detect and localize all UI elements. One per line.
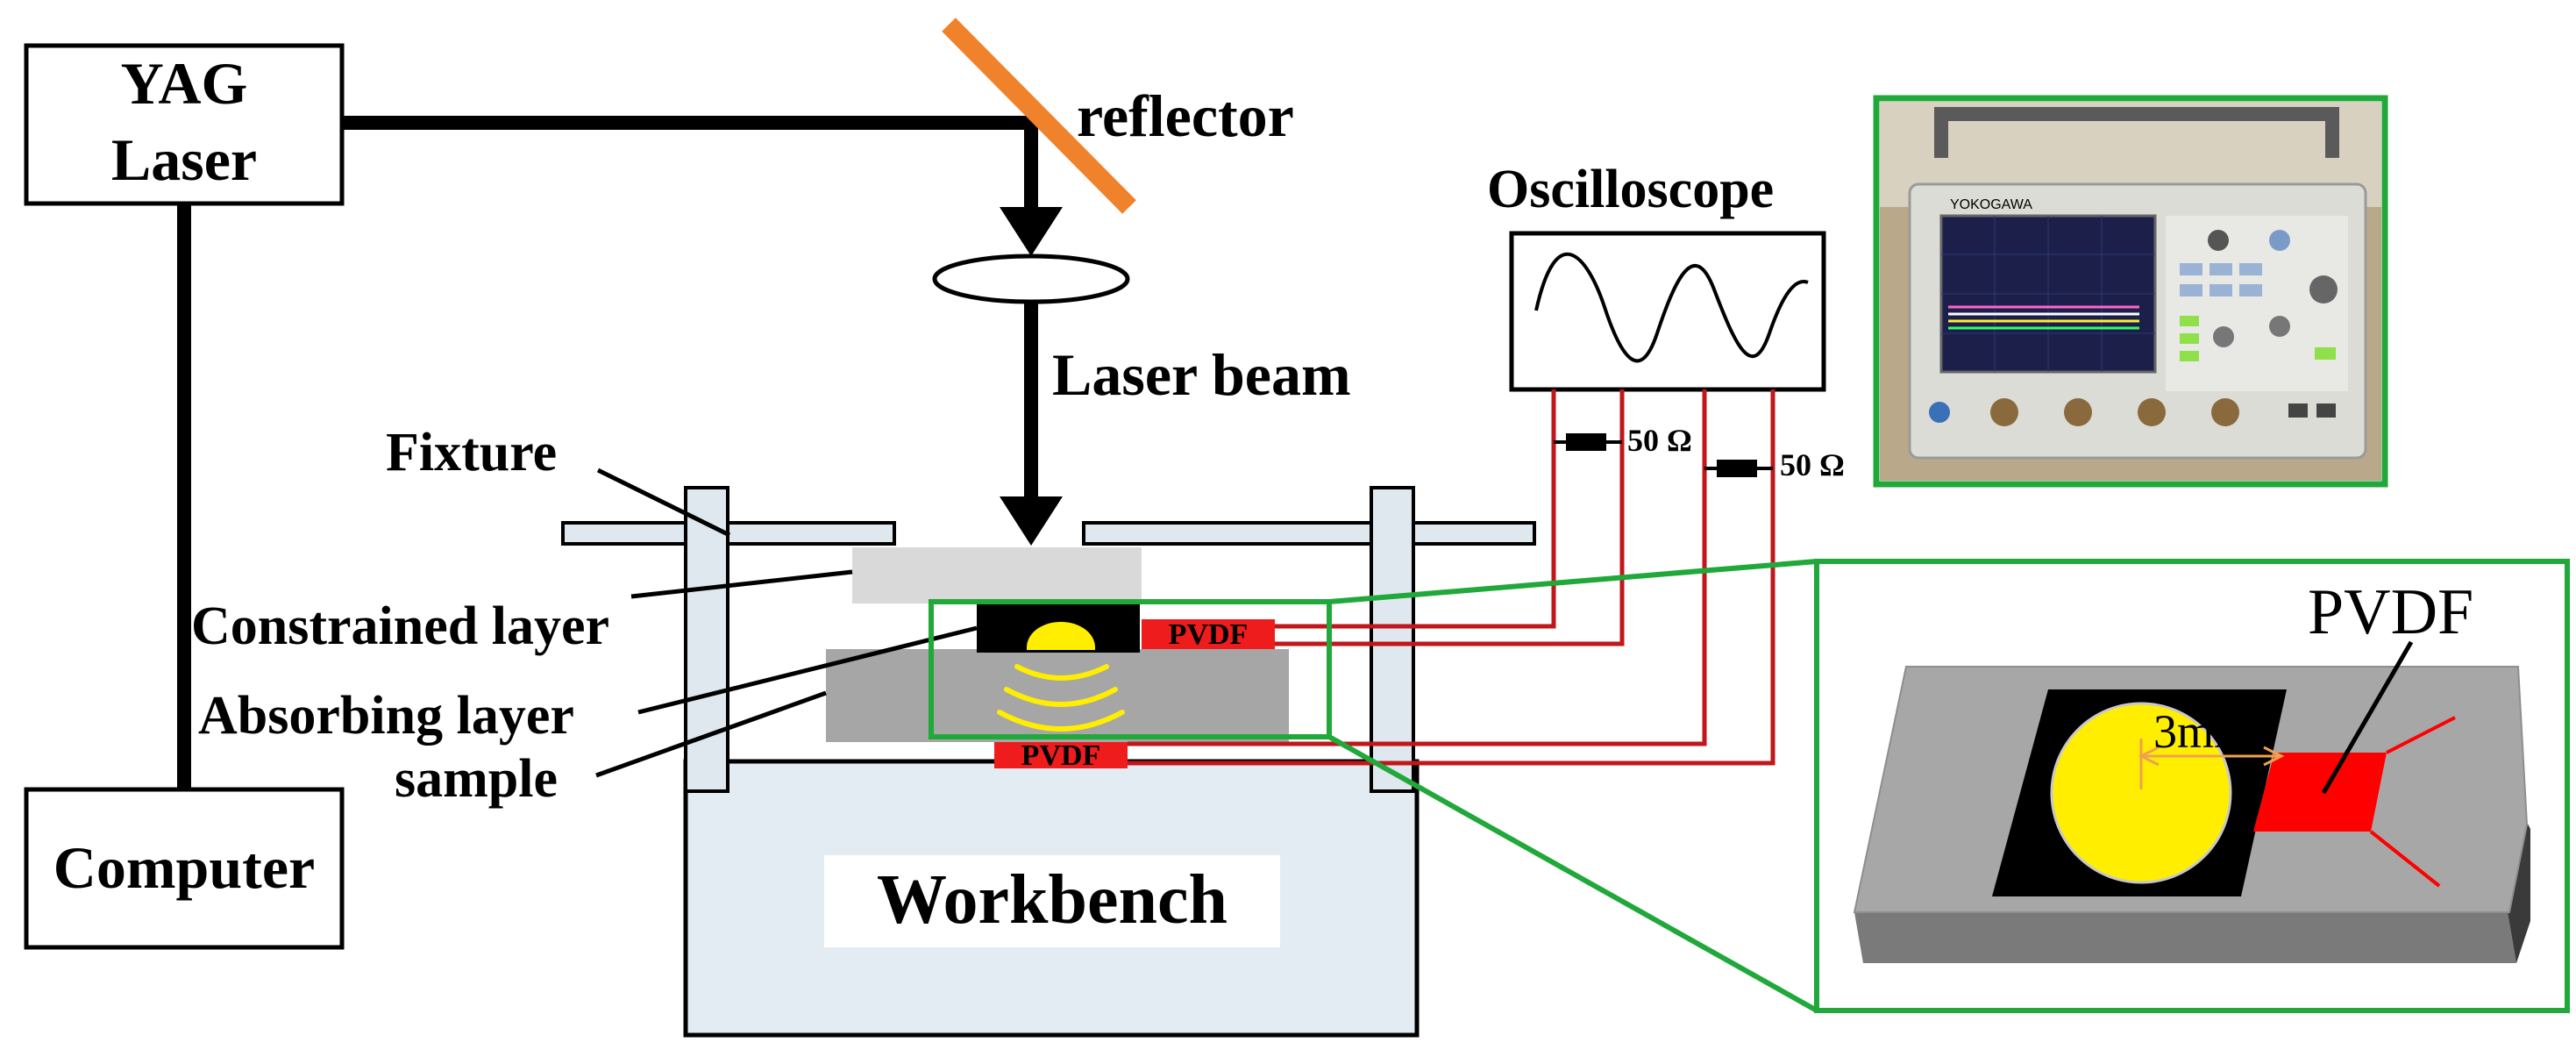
oscilloscope-label: Oscilloscope <box>1487 160 1774 219</box>
pvdf-sensor-top: PVDF <box>1142 618 1275 651</box>
pvdf-zoom-label: PVDF <box>2308 576 2473 648</box>
pvdf-zoom-leader <box>2321 640 2414 795</box>
computer-label: Computer <box>53 834 315 901</box>
workbench-label: Workbench <box>877 861 1228 939</box>
absorbing-leader <box>637 625 978 715</box>
resistor-label-2: 50 Ω <box>1780 447 1845 482</box>
shock-wave-icon <box>997 622 1125 732</box>
fixture-label: Fixture <box>386 423 557 482</box>
yag-laser-box: YAG Laser <box>24 43 345 206</box>
yag-label-line1: YAG <box>121 50 248 117</box>
reflector-mirror <box>942 18 1136 214</box>
laser-beam-label: Laser beam <box>1052 341 1351 408</box>
laser-spot-icon <box>2050 702 2232 884</box>
computer-box: Computer <box>24 787 345 950</box>
resistor-icon <box>1554 433 1622 451</box>
sample-leader <box>595 690 827 778</box>
oscilloscope-photo: YOKOGAWA <box>1873 95 2388 488</box>
sample-label: sample <box>395 749 558 809</box>
dimension-label: 3mm <box>2153 705 2251 758</box>
laser-beam-path <box>342 116 1063 546</box>
resistor-label-1: 50 Ω <box>1627 423 1692 458</box>
photo-brand: YOKOGAWA <box>1950 197 2032 212</box>
reflector-label: reflector <box>1077 82 1294 149</box>
constrained-layer <box>852 547 1142 603</box>
fixture-leader <box>596 468 731 538</box>
constrained-layer-label: Constrained layer <box>191 596 609 656</box>
svg-text:PVDF: PVDF <box>1169 618 1249 651</box>
zoomed-sample-view: 3mm PVDF <box>1853 576 2530 963</box>
constrained-leader <box>630 569 853 599</box>
focusing-lens <box>932 254 1130 304</box>
pvdf-sensor-bottom: PVDF <box>994 739 1128 772</box>
zoom-highlight <box>929 559 2570 1013</box>
resistor-icon <box>1704 460 1773 477</box>
oscilloscope-box <box>1509 231 1826 392</box>
yag-label-line2: Laser <box>111 126 257 193</box>
svg-text:PVDF: PVDF <box>1021 739 1101 772</box>
waveform-icon <box>1534 252 1809 363</box>
signal-wires <box>1128 389 1775 766</box>
workbench: Workbench <box>683 759 1420 1038</box>
absorbing-layer-label: Absorbing layer <box>198 686 574 746</box>
